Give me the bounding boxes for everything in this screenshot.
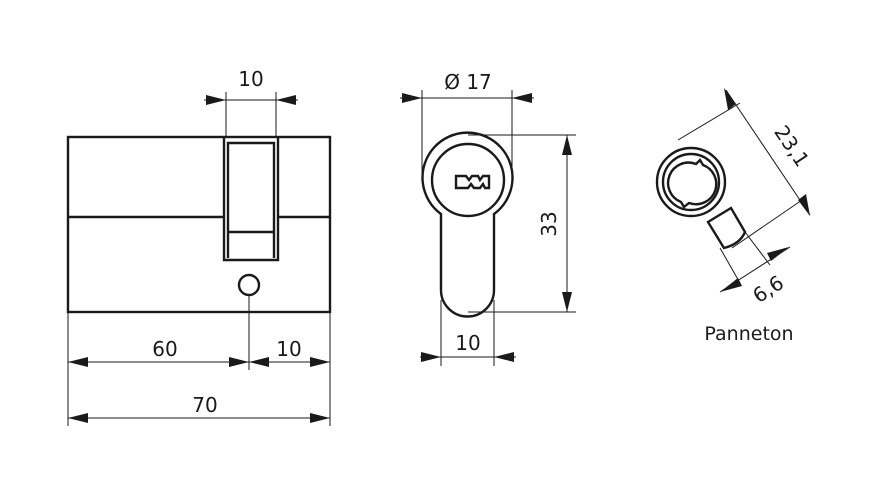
diameter-dim: Ø 17 bbox=[444, 70, 492, 94]
cam-hole bbox=[666, 158, 718, 209]
fixing-screw-hole bbox=[237, 273, 261, 297]
cylinder-body bbox=[66, 135, 332, 314]
total-length-dim: 70 bbox=[192, 393, 217, 417]
plug bbox=[430, 142, 506, 218]
stem-width-dim: 10 bbox=[455, 331, 480, 355]
cam-slot bbox=[222, 137, 280, 262]
cam-ring bbox=[655, 146, 727, 218]
keyway-icon bbox=[454, 174, 491, 190]
cam-tab bbox=[706, 206, 747, 250]
cam-width-dim: 6,6 bbox=[748, 270, 788, 307]
length-10-dim: 10 bbox=[276, 337, 301, 361]
cam-width-dim: 10 bbox=[238, 67, 263, 91]
length-60-dim: 60 bbox=[152, 337, 177, 361]
front-view: Ø 17 33 10 bbox=[400, 70, 576, 366]
height-dim: 33 bbox=[537, 211, 561, 236]
side-view: 10 60 10 70 bbox=[66, 67, 332, 426]
cam-title: Panneton bbox=[704, 323, 793, 345]
cam-view: 23,1 6,6 Panneton bbox=[655, 88, 814, 345]
